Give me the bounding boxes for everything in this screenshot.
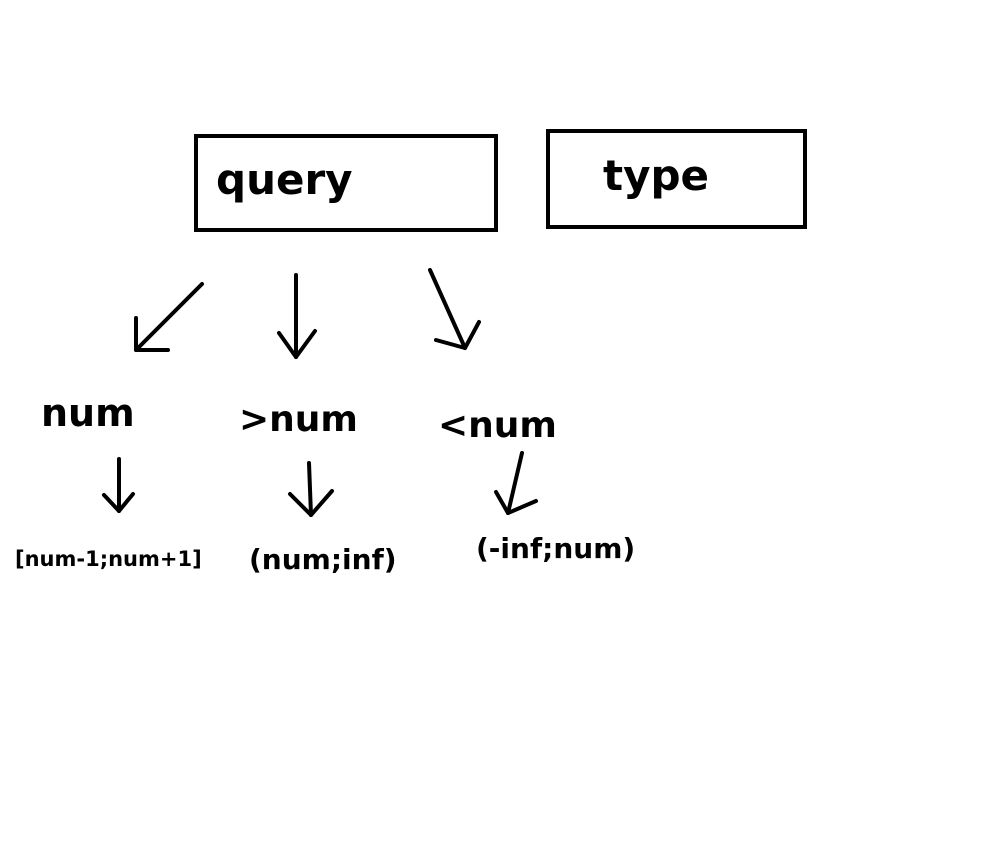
arrow-query-to-lt-num (428, 268, 481, 350)
arrow-lt-num-to-interval (494, 451, 538, 515)
branch-num-label: num (41, 391, 135, 435)
interval-gt-num-label: (num;inf) (249, 543, 397, 576)
type-label: type (603, 151, 710, 200)
arrow-query-to-num (134, 282, 204, 352)
arrow-gt-num-to-interval (288, 461, 334, 517)
branch-lt-num-label: <num (438, 405, 557, 446)
interval-lt-num-label: (-inf;num) (476, 532, 636, 565)
query-label: query (216, 155, 353, 204)
arrow-num-to-interval (102, 457, 135, 513)
interval-num-label: [num-1;num+1] (15, 547, 202, 571)
branch-gt-num-label: >num (239, 399, 358, 440)
arrow-query-to-gt-num (277, 273, 317, 359)
query-box (194, 134, 498, 232)
type-box (546, 129, 807, 229)
